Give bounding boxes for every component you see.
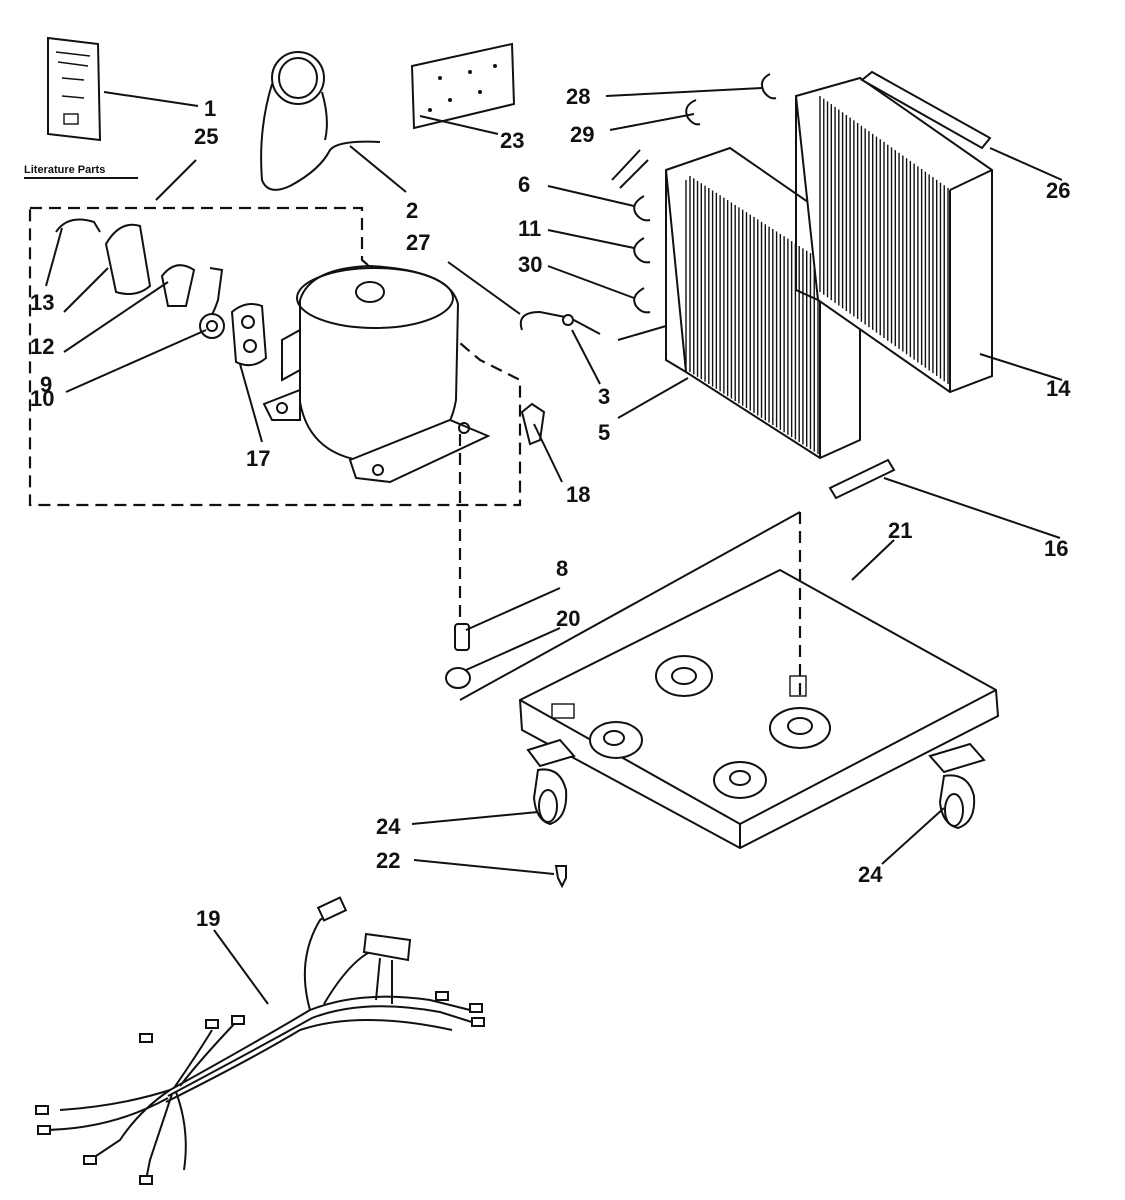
callout-21: 21 (888, 518, 912, 543)
callout-3: 3 (598, 384, 610, 409)
callout-27: 27 (406, 230, 430, 255)
callout-1: 1 (204, 96, 216, 121)
grommet-20 (445, 667, 471, 689)
callout-5: 5 (598, 420, 610, 445)
callout-25: 25 (194, 124, 218, 149)
compressor-accessories (55, 218, 268, 367)
base-pan (459, 511, 1000, 850)
callout-6: 6 (518, 172, 530, 197)
compressor-kit-boundary (28, 206, 522, 507)
callout-29: 29 (570, 122, 594, 147)
callout-22: 22 (376, 848, 400, 873)
callout-13: 13 (30, 290, 54, 315)
callout-26: 26 (1046, 178, 1070, 203)
callout-16: 16 (1044, 536, 1068, 561)
wire-harness (35, 896, 485, 1185)
panel-plate (410, 42, 516, 130)
clip-set (633, 73, 777, 314)
callout-12: 12 (30, 334, 54, 359)
callout-8: 8 (556, 556, 568, 581)
strip-16 (828, 458, 896, 500)
callout-11: 11 (518, 216, 541, 241)
literature-booklet (47, 36, 102, 142)
callout-17: 17 (246, 446, 270, 471)
compressor (262, 264, 491, 484)
callout-labels: 1 25 2 23 28 29 6 11 30 26 27 13 12 9 10… (30, 84, 1071, 931)
sleeve-8 (454, 623, 470, 651)
callout-20: 20 (556, 606, 580, 631)
tubing-coil (260, 51, 381, 191)
strip-26 (860, 70, 992, 150)
callout-2: 2 (406, 198, 418, 223)
callout-10: 10 (30, 386, 54, 411)
evaporator-coil (794, 76, 993, 394)
callout-28: 28 (566, 84, 590, 109)
screw-22 (554, 865, 567, 889)
callout-9: 9 (40, 372, 52, 397)
callout-24-right: 24 (858, 862, 883, 887)
callout-19: 19 (196, 906, 220, 931)
callout-30: 30 (518, 252, 542, 277)
tube-27 (519, 310, 601, 335)
callout-23: 23 (500, 128, 524, 153)
callout-24-left: 24 (376, 814, 401, 839)
caster-left (526, 738, 576, 826)
callout-18: 18 (566, 482, 590, 507)
literature-caption: Literature Parts (24, 164, 105, 176)
callout-14: 14 (1046, 376, 1071, 401)
leader-lines (45, 87, 1063, 1005)
caster-right (928, 742, 986, 830)
